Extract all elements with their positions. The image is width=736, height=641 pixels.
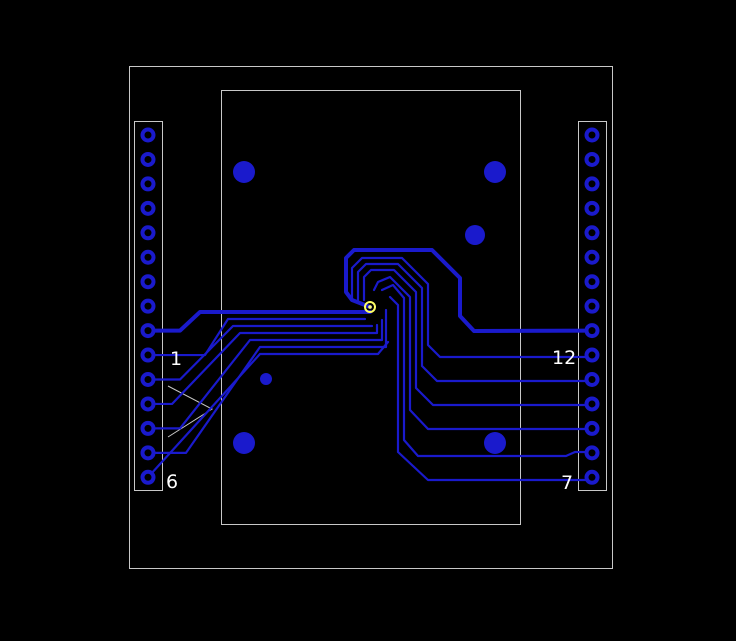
right-header-pad-hole: [588, 424, 596, 432]
copper-trace: [372, 275, 594, 431]
right-header-pad-hole: [588, 278, 596, 286]
right-header-pad-hole: [588, 351, 596, 359]
left-header-pad-hole: [144, 253, 152, 261]
pin-label-12: 12: [552, 347, 576, 369]
copper-trace: [146, 324, 374, 381]
right-header-pad-hole: [588, 376, 596, 383]
pin-label-6: 6: [166, 471, 178, 493]
copper-trace: [146, 323, 379, 406]
right-header-pad-hole: [588, 253, 596, 261]
mounting-hole: [484, 161, 506, 183]
right-header-pads: [584, 127, 600, 485]
copper-trace: [146, 317, 367, 357]
copper-trace: [146, 318, 384, 430]
left-header-pad-hole: [144, 400, 152, 408]
mounting-hole: [484, 432, 506, 454]
copper-trace: [380, 283, 594, 458]
left-header-pad-hole: [144, 473, 152, 481]
right-header-pad-hole: [588, 131, 596, 139]
copper-trace: [146, 340, 390, 479]
right-header-pad-hole: [588, 302, 596, 310]
highlighted-via: [364, 301, 376, 313]
pin-label-1: 1: [170, 348, 182, 370]
copper-trace: [362, 268, 594, 407]
board-outline: [129, 66, 613, 569]
right-header-pad-hole: [588, 449, 596, 457]
left-header-outline: [134, 121, 163, 491]
copper-trace: [146, 308, 388, 454]
right-header-pad-hole: [588, 204, 596, 212]
right-header-pad-hole: [588, 180, 596, 188]
right-header-pad-hole: [588, 327, 596, 335]
left-header-pad-hole: [144, 327, 152, 335]
right-header-pad-hole: [588, 400, 596, 408]
pin-label-7: 7: [561, 472, 573, 494]
left-header-pad-hole: [144, 351, 152, 359]
right-header-pad-hole: [588, 473, 596, 481]
left-header-pad-hole: [144, 155, 152, 163]
right-header-pad-hole: [588, 155, 596, 163]
left-header-pad-hole: [144, 424, 152, 432]
mounting-hole: [233, 161, 255, 183]
left-header-pads: [140, 127, 156, 485]
copper-trace: [356, 262, 594, 383]
mounting-hole: [233, 432, 255, 454]
left-header-pad-hole: [144, 376, 152, 383]
mounting-holes: [233, 161, 506, 454]
mounting-hole: [465, 225, 485, 245]
left-header-pad-hole: [144, 278, 152, 286]
right-header-pad-hole: [588, 229, 596, 237]
right-header-outline: [578, 121, 607, 491]
copper-trace: [146, 310, 372, 333]
left-header-pad-hole: [144, 204, 152, 212]
copper-trace: [388, 295, 594, 482]
copper-trace: [350, 256, 594, 359]
left-header-pad-hole: [144, 131, 152, 139]
left-header-pad-hole: [144, 180, 152, 188]
copper-traces: [146, 248, 594, 482]
left-header-pad-hole: [144, 302, 152, 310]
copper-trace: [344, 248, 594, 333]
left-header-pad-hole: [144, 229, 152, 237]
mounting-hole: [260, 373, 272, 385]
left-header-pad-hole: [144, 449, 152, 457]
module-outline: [221, 90, 521, 525]
